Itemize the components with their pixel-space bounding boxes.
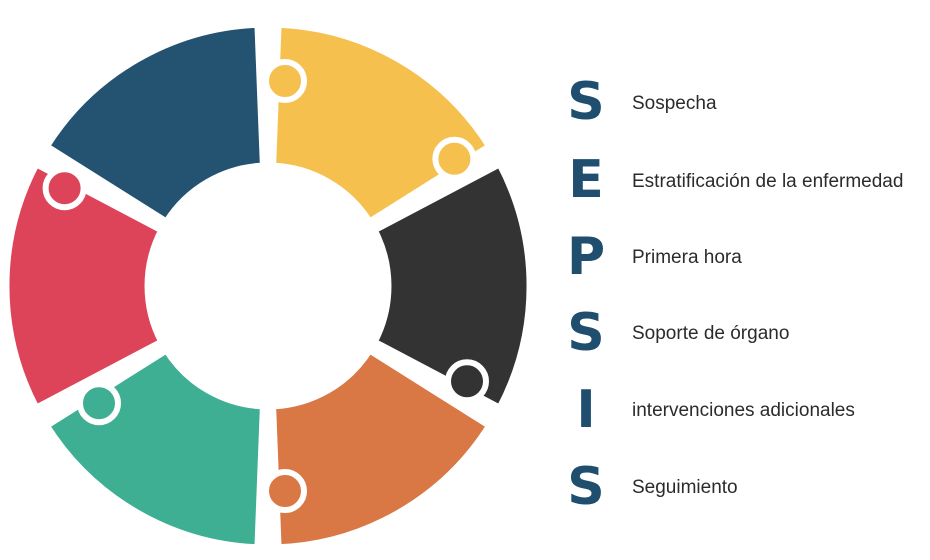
puzzle-knob-1 xyxy=(263,59,307,103)
puzzle-knob-3 xyxy=(445,359,489,404)
acronym-term-5: intervenciones adicionales xyxy=(632,400,855,421)
acronym-letter-1: S xyxy=(567,72,605,132)
acronym-term-2: Estratificación de la enfermedad xyxy=(632,171,904,192)
acronym-letter-6: S xyxy=(567,457,605,517)
puzzle-piece-1 xyxy=(269,20,494,226)
acronym-letter-4: S xyxy=(567,303,605,363)
acronym-letter-3: P xyxy=(566,227,606,287)
puzzle-knob-4 xyxy=(263,469,307,513)
acronym-term-1: Sospecha xyxy=(632,93,717,114)
puzzle-knob-2 xyxy=(432,136,477,181)
acronym-letter-5: I xyxy=(576,380,596,440)
puzzle-piece-6 xyxy=(42,20,267,226)
puzzle-piece-5 xyxy=(2,160,166,412)
sepsis-puzzle-ring xyxy=(2,20,534,552)
acronym-term-3: Primera hora xyxy=(632,247,742,268)
puzzle-knob-5 xyxy=(77,381,121,426)
puzzle-piece-2 xyxy=(370,160,534,412)
acronym-letter-2: E xyxy=(568,150,604,210)
puzzle-knob-6 xyxy=(42,166,87,211)
puzzle-piece-3 xyxy=(269,346,494,552)
acronym-term-6: Seguimiento xyxy=(632,477,738,498)
acronym-term-4: Soporte de órgano xyxy=(632,323,790,344)
